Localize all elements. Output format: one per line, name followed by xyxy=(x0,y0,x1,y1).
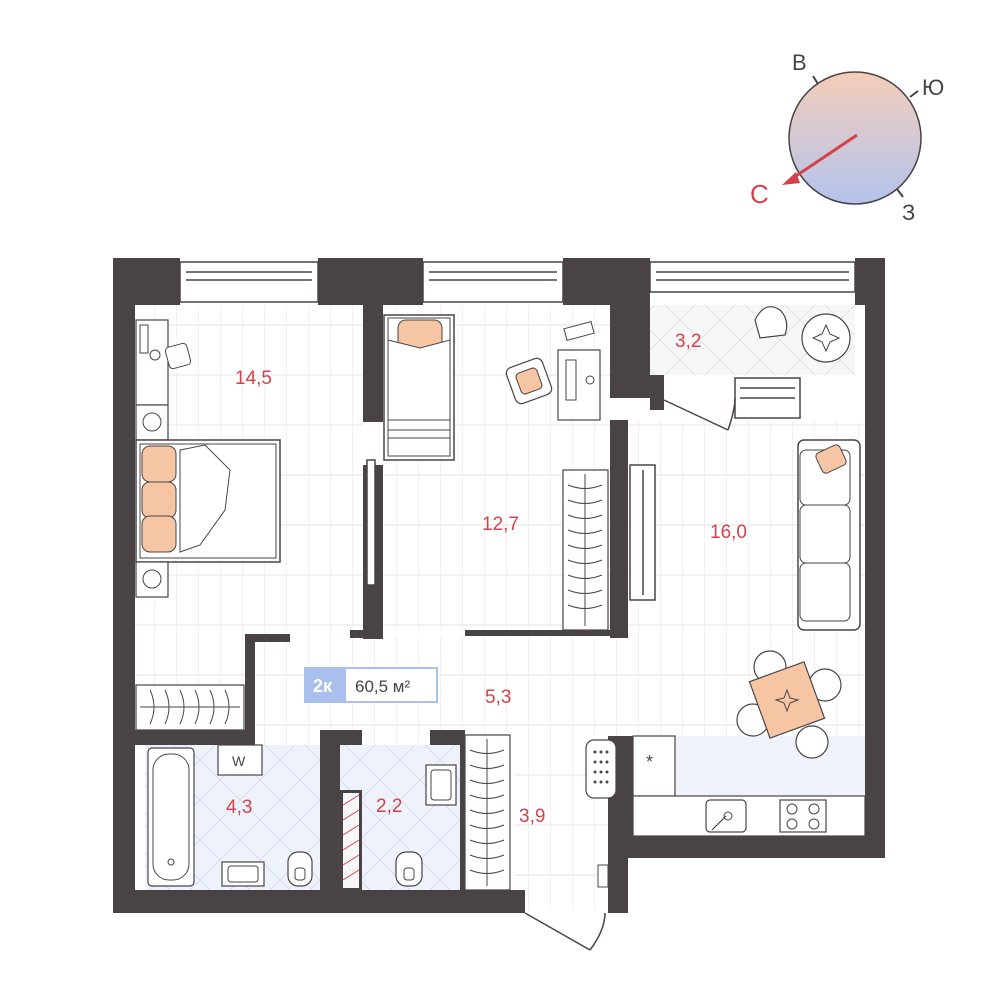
toilet-bowl xyxy=(395,851,423,887)
room-area-bedroom-2: 12,7 xyxy=(482,514,519,535)
toilet-fixtures xyxy=(395,764,457,887)
compass-north-label: С xyxy=(750,179,769,209)
balcony-furniture xyxy=(754,306,851,363)
total-area: 60,5 м² xyxy=(355,677,410,696)
pillow xyxy=(141,445,177,483)
fridge xyxy=(632,735,676,797)
room-area-balcony: 3,2 xyxy=(675,331,701,352)
room-area-bathroom: 4,3 xyxy=(226,797,252,818)
chair xyxy=(795,725,829,759)
compass-east-label: В xyxy=(792,50,807,75)
window xyxy=(422,261,564,303)
fridge-mark: * xyxy=(646,752,653,772)
north-arrow xyxy=(786,133,858,184)
bathtub xyxy=(147,747,195,887)
living-furniture xyxy=(736,439,861,759)
washing-machine xyxy=(217,744,263,776)
window xyxy=(179,261,319,303)
rooms-badge xyxy=(305,668,346,702)
room-area-hallway: 5,3 xyxy=(485,687,511,708)
room-area-living-kitchen: 16,0 xyxy=(710,522,747,543)
desk xyxy=(135,319,169,406)
counter xyxy=(632,795,866,837)
doors xyxy=(366,397,736,951)
sofa xyxy=(797,439,861,631)
toilet-bowl xyxy=(287,851,313,887)
compass-south-label: Ю xyxy=(922,75,944,100)
bathroom-fixtures: W xyxy=(147,744,313,887)
nightstand xyxy=(135,561,169,598)
room-area-bedroom-1: 14,5 xyxy=(235,368,272,389)
washer-label: W xyxy=(232,753,246,769)
bedroom-1-furniture xyxy=(135,319,281,731)
desk xyxy=(557,349,601,421)
windows xyxy=(179,261,856,419)
area-labels: 14,5 12,7 3,2 16,0 5,3 4,3 2,2 3,9 xyxy=(226,331,747,827)
dining-table xyxy=(748,661,826,739)
chair xyxy=(754,306,788,339)
room-area-wardrobe: 3,9 xyxy=(519,806,545,827)
pillow xyxy=(141,481,177,519)
shoe-rack xyxy=(585,739,617,799)
room-area-toilet: 2,2 xyxy=(376,796,402,817)
bedroom-2-furniture xyxy=(383,314,609,631)
hallway-furniture xyxy=(464,734,617,891)
nightstand xyxy=(135,404,169,441)
stove xyxy=(779,799,827,833)
compass-west-label: З xyxy=(902,200,915,225)
balcony-door xyxy=(663,399,729,431)
kitchen: * xyxy=(632,735,866,837)
round-table xyxy=(801,313,851,363)
pillow xyxy=(141,515,177,553)
window xyxy=(649,261,856,293)
entrance-door xyxy=(524,912,591,951)
hanger xyxy=(597,864,609,888)
compass: В Ю З С xyxy=(750,50,944,225)
cushion xyxy=(815,444,847,474)
apartment-badge: 2к 60,5 м² xyxy=(304,667,438,703)
shaft xyxy=(342,793,360,888)
rooms-count: 2к xyxy=(313,676,333,696)
sliding-door xyxy=(366,459,376,586)
walls xyxy=(113,258,885,913)
